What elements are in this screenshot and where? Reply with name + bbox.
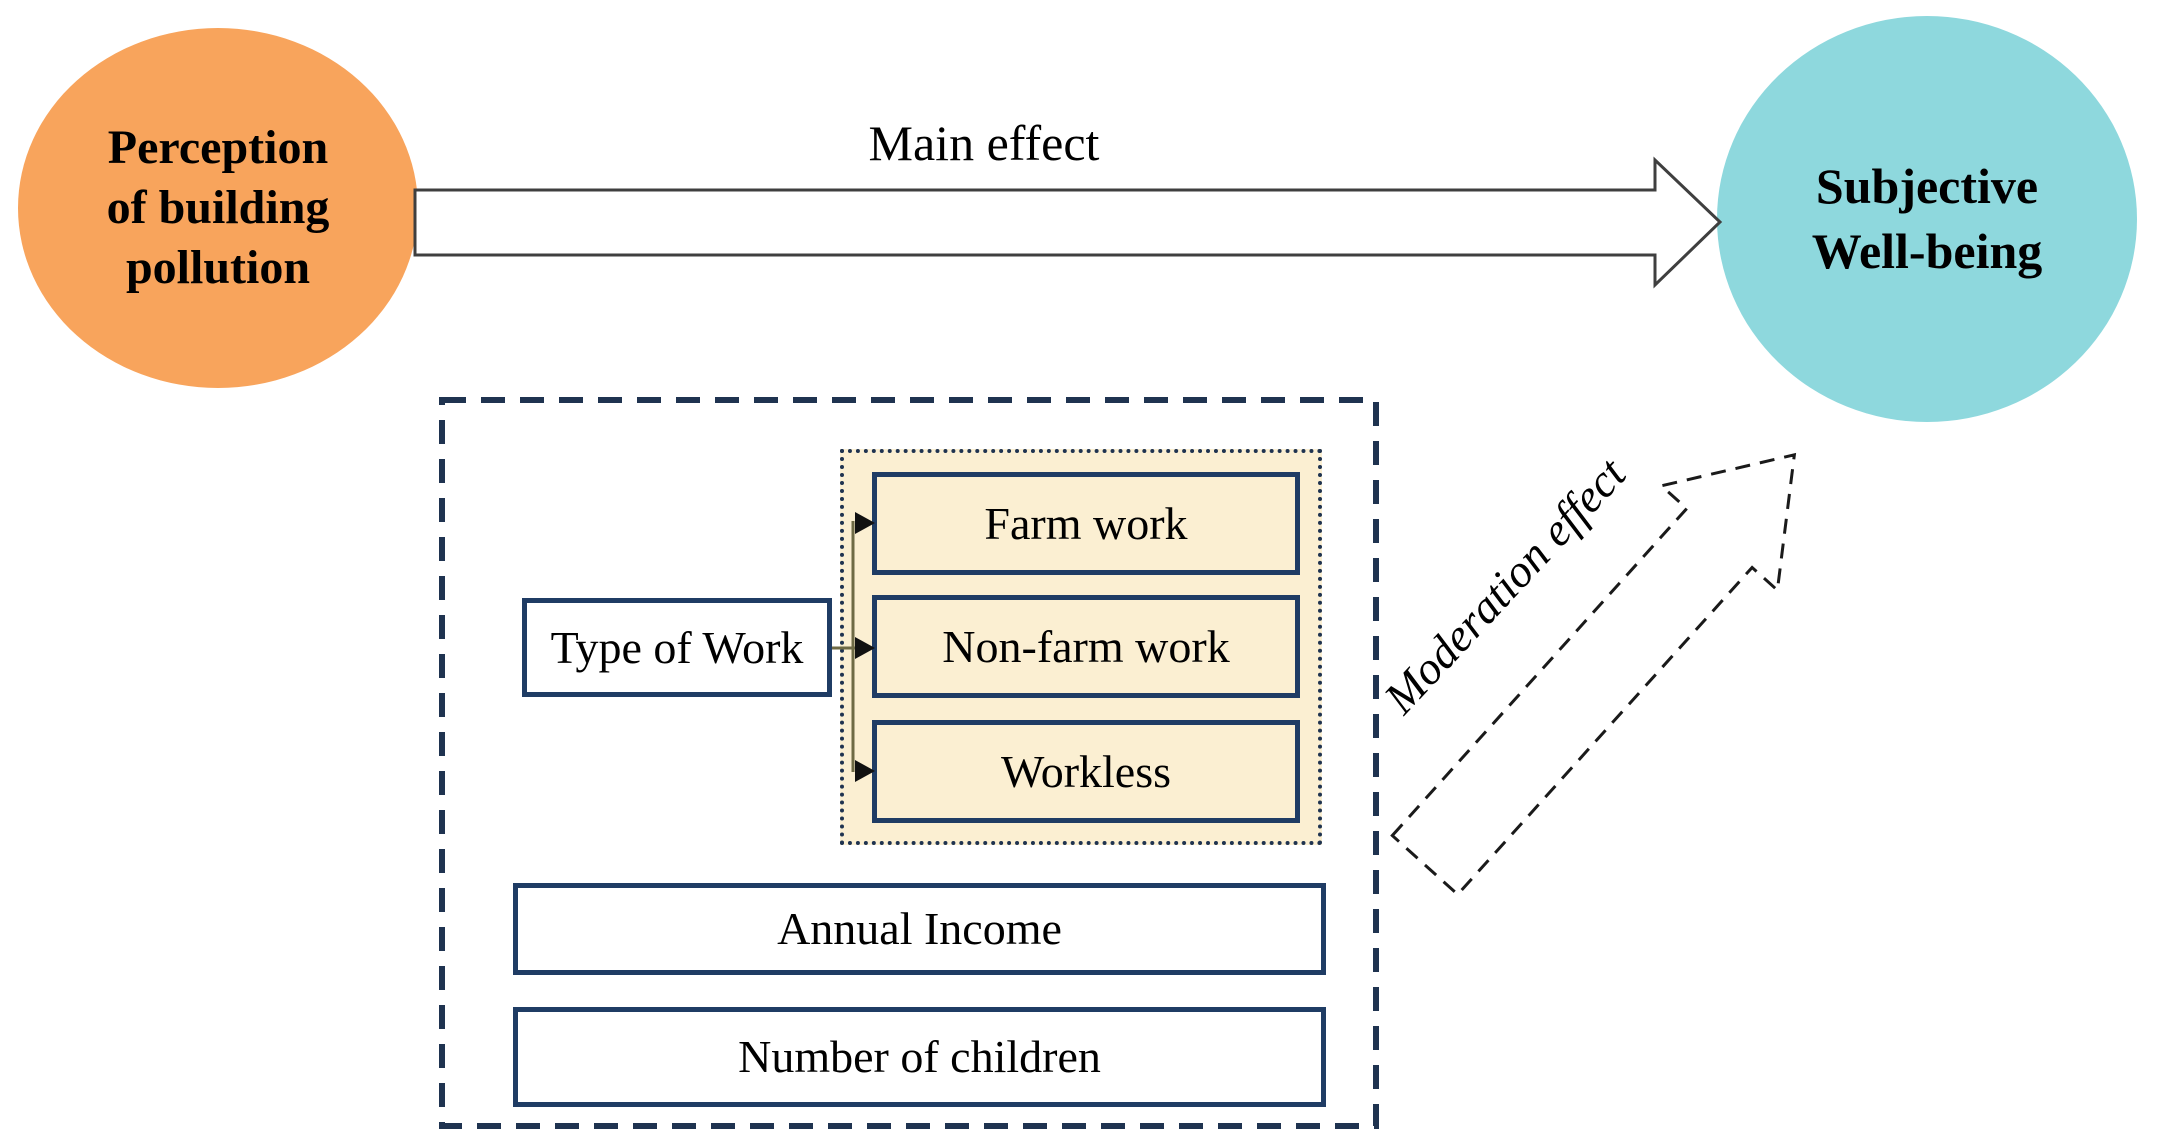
non-farm-work-box: Non-farm work <box>872 595 1300 698</box>
non-farm-work-label: Non-farm work <box>942 620 1230 672</box>
wellbeing-node-label: Subjective Well-being <box>1811 158 2043 279</box>
type-of-work-box: Type of Work <box>522 598 832 697</box>
farm-work-box: Farm work <box>872 472 1300 575</box>
main-effect-arrow <box>413 156 1723 289</box>
annual-income-label: Annual Income <box>777 903 1062 954</box>
perception-node-label: Perception of building pollution <box>106 121 330 294</box>
moderation-effect-label: Moderation effect <box>1374 448 1636 724</box>
number-of-children-label: Number of children <box>738 1031 1101 1082</box>
main-effect-label: Main effect <box>868 115 1100 171</box>
workless-box: Workless <box>872 720 1300 823</box>
number-of-children-box: Number of children <box>513 1007 1326 1107</box>
perception-node: Perception of building pollution <box>18 28 418 388</box>
farm-work-label: Farm work <box>984 497 1188 549</box>
wellbeing-node: Subjective Well-being <box>1717 16 2137 422</box>
workless-label: Workless <box>1000 745 1172 797</box>
type-of-work-label: Type of Work <box>550 621 804 673</box>
annual-income-box: Annual Income <box>513 883 1326 975</box>
